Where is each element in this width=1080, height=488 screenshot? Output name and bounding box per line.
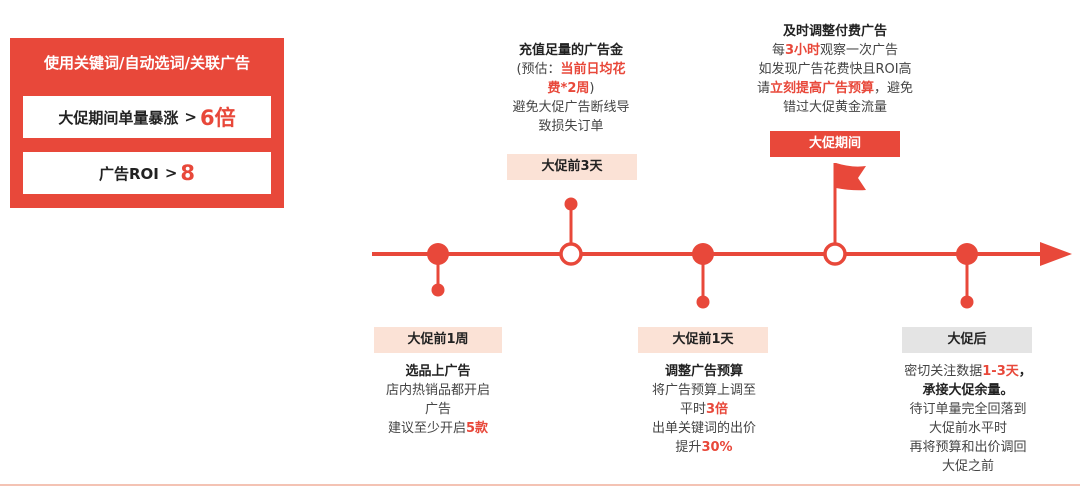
stage-label-after-promo: 大促后 (902, 327, 1032, 353)
summary-box: 使用关键词/自动选词/关联广告 大促期间单量暴涨 > 6倍 广告ROI > 8 (10, 38, 284, 208)
desc-line: 大促前水平时 (880, 419, 1056, 438)
desc-segment: (预估： (516, 62, 561, 77)
desc-segment: 错过大促黄金流量 (782, 100, 887, 115)
stage-desc-during-promo: 及时调整付费广告每3小时观察一次广告如发现广告花费快且ROI高请立刻提高广告预算… (735, 22, 935, 117)
desc-segment: ， (1018, 364, 1032, 379)
timeline-node-during-promo (823, 163, 866, 266)
desc-line: 如发现广告花费快且ROI高 (735, 60, 935, 79)
stage-desc-week-before: 选品上广告店内热销品都开启广告建议至少开启5款 (360, 362, 516, 438)
stat-operator: > (184, 108, 197, 126)
desc-line: 店内热销品都开启 (360, 381, 516, 400)
desc-segment: 选品上广告 (405, 364, 471, 379)
desc-segment: 大促之前 (941, 459, 994, 474)
summary-title: 使用关键词/自动选词/关联广告 (44, 54, 250, 72)
stat-value: 6倍 (199, 106, 236, 130)
stage-desc-day-before: 调整广告预算将广告预算上调至平时3倍出单关键词的出价提升30% (623, 362, 785, 457)
stat-operator: > (164, 164, 178, 182)
desc-line: 再将预算和出价调回 (880, 438, 1056, 457)
timeline-node-three-days-before (559, 197, 583, 266)
bottom-divider (0, 484, 1080, 486)
desc-segment: 充值足量的广告金 (518, 43, 623, 58)
desc-segment: 平时 (679, 402, 706, 417)
desc-line: 承接大促余量。 (880, 381, 1056, 400)
stat-label: 大促期间单量暴涨 (58, 108, 179, 127)
desc-line: 充值足量的广告金 (490, 41, 652, 60)
stage-label-during-promo: 大促期间 (770, 131, 900, 157)
desc-line: 调整广告预算 (623, 362, 785, 381)
timeline-arrow-icon (1040, 242, 1072, 266)
flag-icon (836, 163, 866, 191)
desc-segment: 费*2周 (547, 81, 590, 96)
desc-segment: ，避免 (874, 81, 914, 96)
desc-segment: 承接大促余量。 (922, 383, 1014, 398)
desc-segment: 及时调整付费广告 (782, 24, 887, 39)
desc-line: 密切关注数据1-3天， (880, 362, 1056, 381)
stage-label-week-before: 大促前1周 (374, 327, 502, 353)
timeline-node-week-before (427, 243, 449, 297)
desc-segment: 如发现广告花费快且ROI高 (758, 62, 912, 77)
desc-segment: 3倍 (705, 402, 729, 417)
desc-line: 致损失订单 (490, 117, 652, 136)
stage-desc-three-days-before: 充值足量的广告金(预估：当前日均花费*2周)避免大促广告断线导致损失订单 (490, 41, 652, 136)
desc-line: 建议至少开启5款 (360, 419, 516, 438)
desc-line: 及时调整付费广告 (735, 22, 935, 41)
desc-line: 费*2周) (490, 79, 652, 98)
desc-line: 请立刻提高广告预算，避免 (735, 79, 935, 98)
desc-line: 待订单量完全回落到 (880, 400, 1056, 419)
desc-segment: 请 (756, 81, 770, 96)
desc-segment: 大促前水平时 (928, 421, 1007, 436)
desc-segment: 致损失订单 (538, 119, 604, 134)
stat-value: 8 (180, 161, 196, 185)
desc-line: 选品上广告 (360, 362, 516, 381)
desc-segment: 将广告预算上调至 (651, 383, 756, 398)
desc-segment: 待订单量完全回落到 (909, 402, 1027, 417)
desc-line: 每3小时观察一次广告 (735, 41, 935, 60)
desc-segment: 每 (771, 43, 785, 58)
desc-segment: 密切关注数据 (904, 364, 983, 379)
desc-segment: 提升 (675, 440, 702, 455)
stat-card-roi: 广告ROI > 8 (23, 152, 271, 194)
desc-line: 大促之前 (880, 457, 1056, 476)
desc-segment: 观察一次广告 (820, 43, 899, 58)
stage-label-three-days-before: 大促前3天 (507, 154, 637, 180)
timeline-node-day-before (692, 243, 714, 309)
desc-line: (预估：当前日均花 (490, 60, 652, 79)
desc-line: 提升30% (623, 438, 785, 457)
desc-segment: 1-3天 (982, 364, 1019, 379)
stat-label: 广告ROI (98, 164, 159, 183)
desc-segment: ) (589, 81, 595, 96)
desc-line: 将广告预算上调至 (623, 381, 785, 400)
desc-segment: 再将预算和出价调回 (909, 440, 1027, 455)
desc-segment: 广告 (424, 402, 451, 417)
desc-segment: 当前日均花 (560, 62, 626, 77)
desc-line: 错过大促黄金流量 (735, 98, 935, 117)
desc-segment: 3小时 (784, 43, 821, 58)
desc-segment: 建议至少开启 (387, 421, 466, 436)
desc-line: 出单关键词的出价 (623, 419, 785, 438)
desc-line: 平时3倍 (623, 400, 785, 419)
desc-segment: 调整广告预算 (664, 364, 743, 379)
desc-segment: 5款 (465, 421, 489, 436)
desc-segment: 出单关键词的出价 (651, 421, 756, 436)
stat-card-order-surge: 大促期间单量暴涨 > 6倍 (23, 96, 271, 138)
stage-label-day-before: 大促前1天 (638, 327, 768, 353)
desc-line: 避免大促广告断线导 (490, 98, 652, 117)
desc-line: 广告 (360, 400, 516, 419)
timeline-node-after-promo (956, 243, 978, 309)
desc-segment: 店内热销品都开启 (385, 383, 490, 398)
stage-desc-after-promo: 密切关注数据1-3天， 承接大促余量。待订单量完全回落到大促前水平时再将预算和出价… (880, 362, 1056, 476)
desc-segment: 30% (701, 440, 733, 455)
desc-segment: 立刻提高广告预算 (769, 81, 874, 96)
desc-segment: 避免大促广告断线导 (512, 100, 630, 115)
